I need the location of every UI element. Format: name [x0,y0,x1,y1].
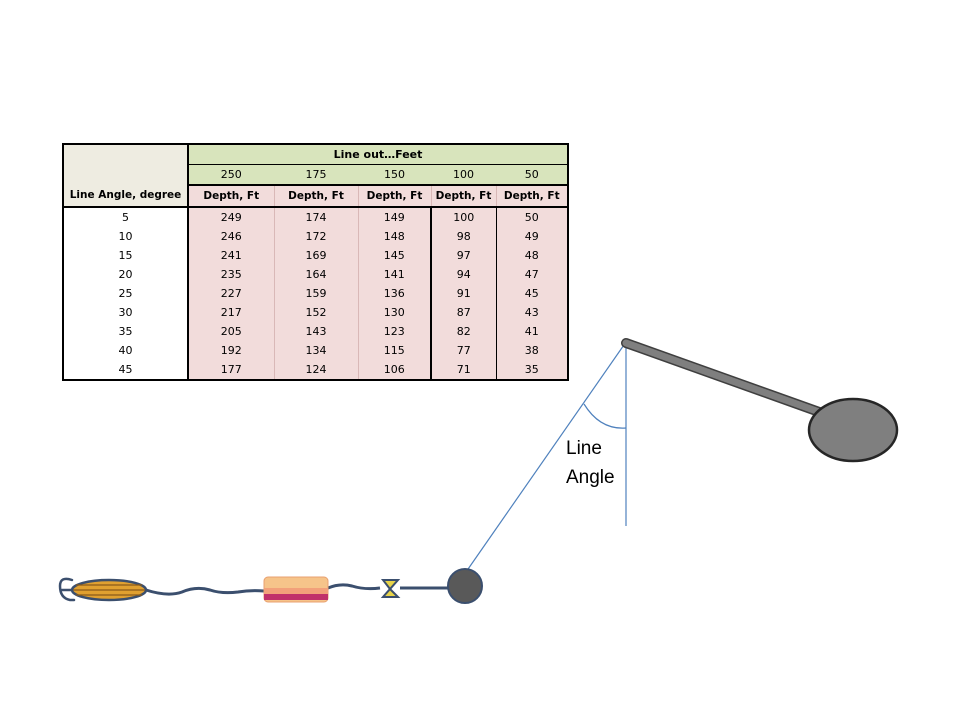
angle-cell: 15 [62,246,188,265]
depth-cell: 134 [273,341,358,360]
angle-cell: 25 [62,284,188,303]
depth-cell: 43 [495,303,570,322]
reel [807,397,899,463]
angle-cell: 20 [62,265,188,284]
depth-cell: 35 [495,360,570,381]
angle-header: Line Angle, degree [62,185,188,208]
line-out-header-row: Line out…Feet [62,143,570,185]
depth-cell: 100 [430,207,496,227]
depth-cell: 145 [357,246,431,265]
depth-cell: 148 [357,227,431,246]
depth-cell: 241 [187,246,274,265]
depth-cell: 47 [495,265,570,284]
depth-cell: 217 [187,303,274,322]
depth-header-cell: Depth, Ft [187,184,274,208]
depth-cell: 136 [357,284,431,303]
depth-header-cell: Depth, Ft [273,184,358,208]
depth-cell: 41 [495,322,570,341]
depth-cell: 48 [495,246,570,265]
depth-cell: 177 [187,360,274,381]
depth-cell: 246 [187,227,274,246]
depth-cell: 174 [273,207,358,227]
depth-header-cell: Depth, Ft [430,184,496,208]
depth-cell: 164 [273,265,358,284]
line-length-row: 250 175 150 100 50 [63,164,570,186]
depth-cell: 169 [273,246,358,265]
angle-cell: 35 [62,322,188,341]
fishing-line [465,341,627,573]
line-length-cell: 175 [273,164,358,186]
depth-cell: 149 [357,207,431,227]
depth-cell: 97 [430,246,496,265]
depth-cell: 82 [430,322,496,341]
depth-cell: 94 [430,265,496,284]
depth-cell: 91 [430,284,496,303]
depth-cell: 98 [430,227,496,246]
depth-cell: 115 [357,341,431,360]
depth-cell: 77 [430,341,496,360]
depth-cell: 235 [187,265,274,284]
depth-cell: 49 [495,227,570,246]
line-angle-label-line2: Angle [566,467,615,488]
lure [70,578,148,602]
angle-arc [583,403,627,429]
depth-header-row: Line Angle, degree Depth, Ft Depth, Ft D… [62,184,570,208]
depth-cell: 87 [430,303,496,322]
weight-ball [447,568,483,604]
angle-cell: 5 [62,207,188,227]
leader-line [327,583,381,591]
line-length-cell: 50 [495,164,570,186]
line-length-cell: 100 [430,164,496,186]
depth-cell: 50 [495,207,570,227]
line-angle-label-line1: Line [566,438,602,459]
depth-cell: 45 [495,284,570,303]
line-length-cell: 150 [357,164,431,186]
depth-table: Line out…Feet 250 175 150 100 50 Line An… [62,143,570,381]
line-length-cell: 250 [187,164,274,186]
depth-cell: 71 [430,360,496,381]
leader-line [145,586,265,596]
depth-cell: 123 [357,322,431,341]
angle-cell: 30 [62,303,188,322]
depth-cell: 205 [187,322,274,341]
depth-cell: 141 [357,265,431,284]
depth-cell: 192 [187,341,274,360]
depth-cell: 227 [187,284,274,303]
angle-cell: 40 [62,341,188,360]
depth-cell: 130 [357,303,431,322]
angle-cell: 10 [62,227,188,246]
depth-cell: 143 [273,322,358,341]
depth-cell: 152 [273,303,358,322]
depth-cell: 249 [187,207,274,227]
dodger [263,576,329,603]
depth-cell: 172 [273,227,358,246]
depth-header-cell: Depth, Ft [495,184,570,208]
angle-cell: 45 [62,360,188,381]
depth-cell: 38 [495,341,570,360]
depth-header-cell: Depth, Ft [357,184,431,208]
depth-cell: 106 [357,360,431,381]
corner-cell [62,143,188,185]
fishing-rod-fill [622,339,826,417]
depth-cell: 159 [273,284,358,303]
hook [58,577,76,602]
swivel [380,579,401,598]
line-out-header: Line out…Feet [186,143,570,165]
depth-cell: 124 [273,360,358,381]
